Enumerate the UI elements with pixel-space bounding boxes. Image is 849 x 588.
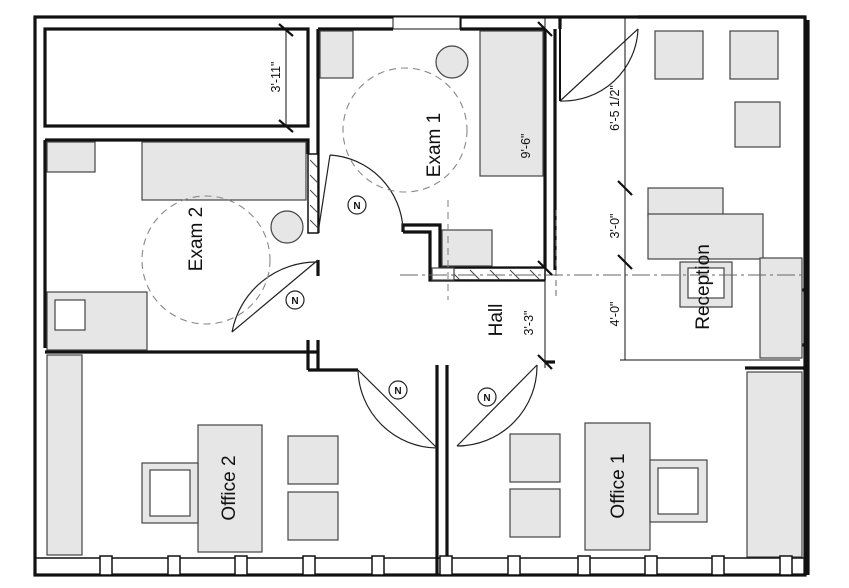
door-mark-office1: N xyxy=(477,387,497,407)
room-label-reception: Reception xyxy=(693,244,714,330)
dimension-exam1: 9'-6" xyxy=(519,134,533,159)
door-mark-n2: N xyxy=(291,296,298,307)
dimension-reception-low: 4'-0" xyxy=(608,302,622,327)
door-mark-n1: N xyxy=(353,201,360,212)
room-label-exam2: Exam 2 xyxy=(186,207,207,271)
room-label-hall: Hall xyxy=(486,304,507,337)
windows xyxy=(35,16,805,576)
door-mark-n3: N xyxy=(394,386,401,397)
dimension-reception-mid: 3'-0" xyxy=(608,214,622,239)
dimension-labels: 3'-11" 9'-6" 6'-5 1/2" 3'-0" 4'-0" 3'-3" xyxy=(269,62,622,336)
door-mark-exam2: N xyxy=(285,290,305,310)
dimension-storage: 3'-11" xyxy=(269,62,283,93)
door-marks: N N N N xyxy=(285,195,497,407)
clearances xyxy=(141,67,805,325)
room-labels: Exam 1 Exam 2 Hall Reception Office 2 Of… xyxy=(186,113,714,521)
door-mark-office2: N xyxy=(388,380,408,400)
dimension-reception-top: 6'-5 1/2" xyxy=(608,85,622,131)
doors xyxy=(231,28,639,449)
door-mark-n4: N xyxy=(483,393,490,404)
dimension-hall: 3'-3" xyxy=(522,311,536,336)
door-mark-exam1: N xyxy=(347,195,367,215)
room-label-office2: Office 2 xyxy=(219,455,240,520)
furniture xyxy=(46,30,803,558)
room-label-office1: Office 1 xyxy=(608,453,629,518)
dimension-lines xyxy=(278,17,800,370)
room-label-exam1: Exam 1 xyxy=(424,113,445,177)
